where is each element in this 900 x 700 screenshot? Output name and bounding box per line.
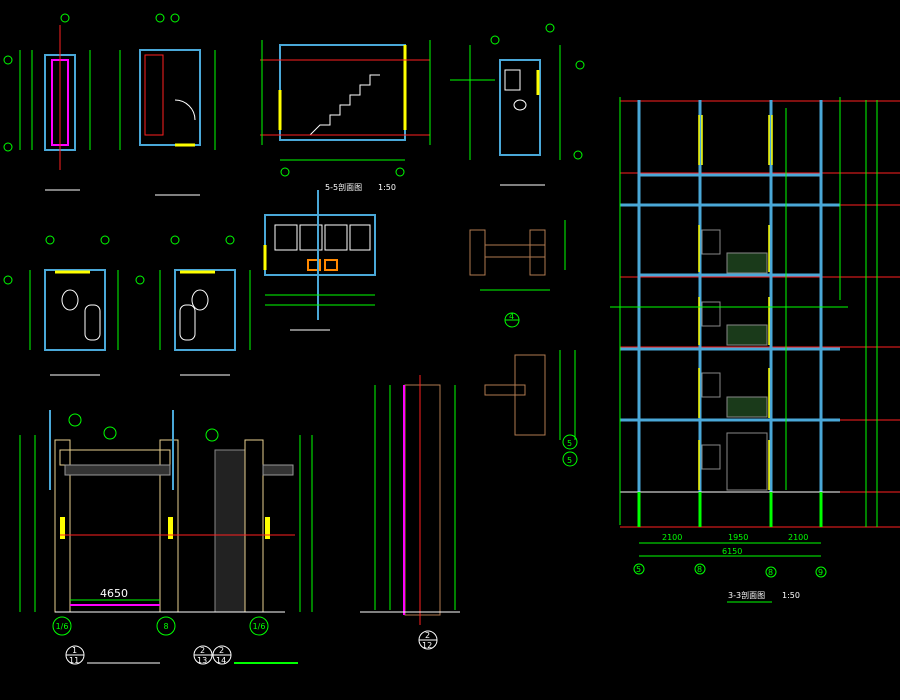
callout-1-11: 1 11 (65, 645, 85, 665)
detail-5-callout-num: 5 (567, 439, 572, 448)
axis-label: 8 (163, 622, 168, 631)
axis-label: 1/6 (56, 622, 69, 631)
svg-text:11: 11 (69, 656, 79, 665)
section-5-5-scale: 1:50 (378, 183, 396, 192)
bay-dimension: 2100 (662, 533, 682, 542)
detail-4-callout-num: 4 (509, 312, 514, 321)
axis-bubble-5: 5 (633, 563, 645, 575)
bath-plan-top (450, 23, 585, 186)
stair-plan-1 (3, 13, 91, 191)
axis-bubble-1-6-left: 1/6 (52, 616, 72, 636)
bath-plan-2 (135, 235, 251, 376)
section-5-5: 5-5剖面图 1:50 (260, 40, 431, 192)
section-3-3: 2100 1950 2100 6150 5 8 8 9 3-3剖面图 1:50 (610, 97, 900, 603)
total-dimension: 6150 (722, 547, 742, 556)
span-dimension: 4650 (100, 587, 128, 600)
callout-2-13: 2 13 (193, 645, 213, 665)
svg-text:2: 2 (200, 646, 205, 655)
section-5-5-title: 5-5剖面图 (325, 182, 362, 192)
axis-bubble-8a: 8 (694, 563, 706, 575)
svg-text:2: 2 (219, 646, 224, 655)
stair-plan-2 (119, 13, 216, 196)
axis-bubble-8b: 8 (765, 566, 777, 578)
svg-text:8: 8 (697, 565, 702, 574)
svg-text:5: 5 (636, 565, 641, 574)
entrance-elevation: 4650 1/6 8 1/6 1 11 2 13 2 14 (19, 410, 313, 665)
section-3-3-scale: 1:50 (782, 591, 800, 600)
bath-plan-1 (3, 235, 119, 376)
detail-4: 4 (469, 220, 566, 328)
svg-text:1: 1 (72, 646, 77, 655)
bay-dimension: 2100 (788, 533, 808, 542)
detail-5: 5 5 (484, 350, 578, 467)
section-3-3-title: 3-3剖面图 (728, 590, 765, 600)
wall-section-callout-num: 2 (425, 631, 430, 640)
axis-bubble-8: 8 (156, 616, 176, 636)
wall-section-callout-sheet: 12 (422, 641, 432, 650)
axis-bubble-9: 9 (815, 566, 827, 578)
svg-text:13: 13 (197, 656, 207, 665)
callout-2-14: 2 14 (212, 645, 232, 665)
svg-text:14: 14 (216, 656, 226, 665)
axis-bubble-1-6-right: 1/6 (249, 616, 269, 636)
toilet-plan (263, 190, 376, 331)
svg-text:8: 8 (768, 568, 773, 577)
svg-text:9: 9 (818, 568, 823, 577)
bay-dimension: 1950 (728, 533, 748, 542)
axis-label: 1/6 (253, 622, 266, 631)
detail-5-callout-sheet: 5 (567, 456, 572, 465)
wall-section: 2 12 (360, 375, 460, 650)
